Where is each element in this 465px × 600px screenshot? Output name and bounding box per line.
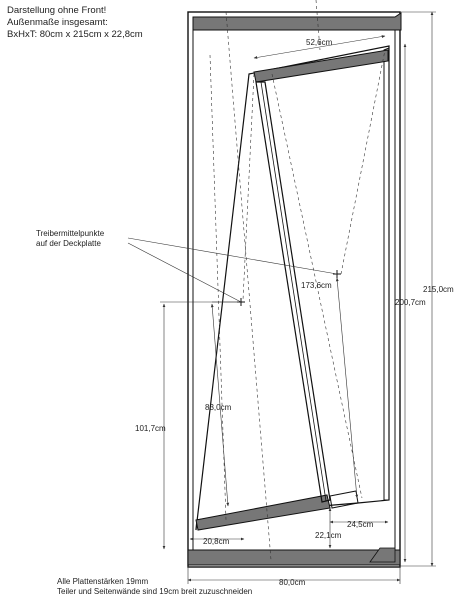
footer-note-line1: Alle Plattenstärken 19mm	[57, 577, 149, 586]
guide-line-1	[225, 11, 272, 561]
slanted-partition-inner	[260, 81, 327, 502]
dim-label-left-height: 101,7cm	[135, 424, 166, 433]
dim-line-driver-upper	[335, 277, 359, 499]
header-note: Darstellung ohne Front! Außenmaße insges…	[7, 5, 143, 41]
footer-note: Alle Plattenstärken 19mm Teiler und Seit…	[57, 577, 252, 597]
cabinet-outer-wall	[187, 11, 401, 568]
dim-label-driver-lower: 83,0cm	[205, 403, 232, 412]
cabinet-inner-wall	[192, 16, 396, 563]
guide-line-5	[242, 73, 255, 301]
partition-outer	[195, 45, 390, 531]
driver-note-line2: auf der Deckplatte	[36, 239, 101, 248]
header-note-line1: Darstellung ohne Front!	[7, 5, 107, 16]
footer-note-line2: Teiler und Seitenwände sind 19cm breit z…	[57, 587, 253, 596]
callout-line-lower	[127, 242, 242, 303]
dim-label-bottom-left: 20,8cm	[203, 537, 230, 546]
top-panel	[192, 12, 402, 31]
driver-note-line1: Treibermittelpunkte	[36, 229, 105, 238]
partition-bottom-panel	[195, 494, 331, 531]
dim-label-bottom-gap: 22,1cm	[315, 531, 342, 540]
header-note-line2: Außenmaße insgesamt:	[7, 17, 108, 28]
bottom-panel	[187, 549, 401, 566]
partition-right-face	[383, 47, 390, 501]
callout-line-upper	[127, 237, 338, 275]
header-note-line3: BxHxT: 80cm x 215cm x 22,8cm	[7, 29, 143, 40]
dim-label-driver-upper: 173,6cm	[301, 281, 332, 290]
guide-line-6	[340, 49, 386, 275]
dim-label-inner-height: 200,7cm	[395, 298, 426, 307]
guide-line-2	[315, 0, 321, 51]
dim-label-bottom-right: 24,5cm	[347, 520, 374, 529]
dim-label-total-width: 80,0cm	[279, 578, 306, 587]
bottom-panel-corner	[369, 547, 396, 563]
slanted-partition	[255, 81, 331, 503]
dim-label-top-partition: 52,6cm	[306, 38, 333, 47]
dim-line-driver-lower	[210, 303, 230, 507]
dim-line-top-partition	[253, 35, 386, 59]
dim-label-total-height: 215,0cm	[423, 285, 454, 294]
driver-note: Treibermittelpunkte auf der Deckplatte	[36, 229, 104, 249]
